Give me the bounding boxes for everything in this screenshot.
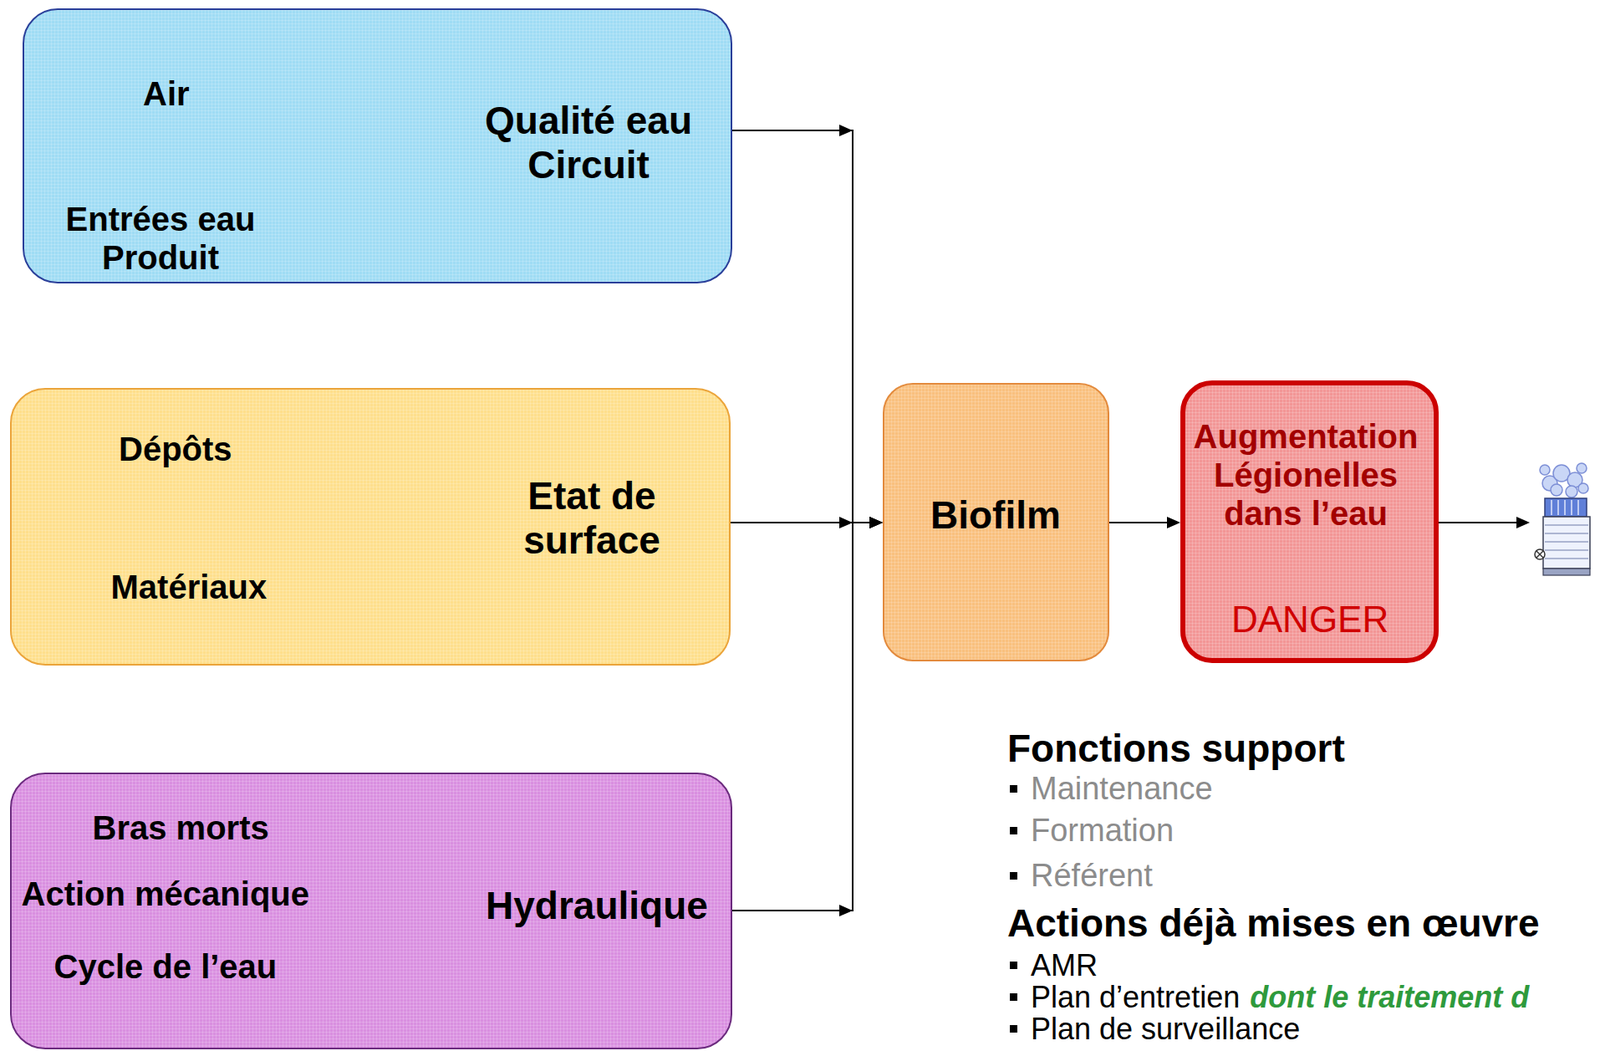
factor-text: Matériaux xyxy=(111,567,268,607)
cooling-tower-icon xyxy=(1533,458,1597,586)
box-label: Biofilm xyxy=(930,493,1061,538)
connector-head xyxy=(869,516,883,529)
bullet-square xyxy=(1009,1024,1018,1033)
list-item: Plan d’entretien xyxy=(1030,981,1240,1014)
illustration-arrow xyxy=(1438,521,1519,524)
bullet-square xyxy=(1009,784,1018,793)
bullet-square xyxy=(1009,826,1018,835)
factor-panel: AirEntrées eau Produit Qualité eau Circui… xyxy=(22,8,733,284)
list-item: Formation xyxy=(1030,814,1174,848)
bullet-square xyxy=(1009,871,1018,880)
bullet-row: AMR xyxy=(1009,949,1098,982)
panel-heading: Etat de surface xyxy=(499,473,684,563)
section-heading: Fonctions support xyxy=(1007,728,1346,769)
factor-panel: Bras mortsAction mécaniqueCycle de l’eau… xyxy=(10,772,733,1050)
connector-head xyxy=(1166,516,1181,529)
factor-text: Bras morts xyxy=(92,808,270,847)
bullet-row: Plan d’entretien dont le traitement d xyxy=(1009,981,1529,1014)
list-item: Plan de surveillance xyxy=(1030,1013,1300,1045)
danger-text: Augmentation Légionelles dans l’eau xyxy=(1184,417,1427,533)
connector-head xyxy=(869,516,883,529)
bullet-row: Référent xyxy=(1009,859,1153,893)
factor-text: Dépôts xyxy=(118,429,233,469)
bullet-row: Fonctions support xyxy=(1007,728,1346,769)
danger-text: DANGER xyxy=(1231,598,1389,642)
section-heading: Actions déjà mises en œuvre xyxy=(1007,902,1540,943)
connector xyxy=(732,516,883,911)
connector xyxy=(732,130,883,529)
bullet-square xyxy=(1009,961,1018,969)
bullet-row: Maintenance xyxy=(1009,772,1213,806)
arrow-head xyxy=(1516,516,1530,529)
factor-text: Air xyxy=(142,74,190,113)
panel-heading: Hydraulique xyxy=(485,883,709,928)
list-item: Maintenance xyxy=(1030,772,1213,806)
list-item: Référent xyxy=(1030,859,1153,893)
connector-line xyxy=(732,130,872,523)
panel-heading: Qualité eau Circuit xyxy=(463,98,714,188)
factor-text: Action mécanique xyxy=(21,874,311,913)
bullet-row: Formation xyxy=(1009,814,1174,848)
list-item: AMR xyxy=(1030,949,1098,982)
connector-line xyxy=(732,522,872,911)
process-box: Biofilm xyxy=(882,382,1110,662)
connector-line xyxy=(730,521,872,524)
factor-text: Entrées eau Produit xyxy=(51,199,270,277)
connector xyxy=(1109,516,1181,529)
bullet-square xyxy=(1009,993,1018,1001)
list-item: dont le traitement d xyxy=(1249,981,1529,1014)
bullet-row: Plan de surveillance xyxy=(1009,1013,1300,1045)
danger-box: Augmentation Légionelles dans l’eauDANGE… xyxy=(1180,380,1439,663)
bullet-row: Actions déjà mises en œuvre xyxy=(1007,902,1540,943)
factor-panel: DépôtsMatériaux Etat de surface xyxy=(10,387,731,666)
connector-head xyxy=(869,516,883,529)
connector-line xyxy=(1109,521,1169,524)
factor-text: Cycle de l’eau xyxy=(54,947,278,986)
